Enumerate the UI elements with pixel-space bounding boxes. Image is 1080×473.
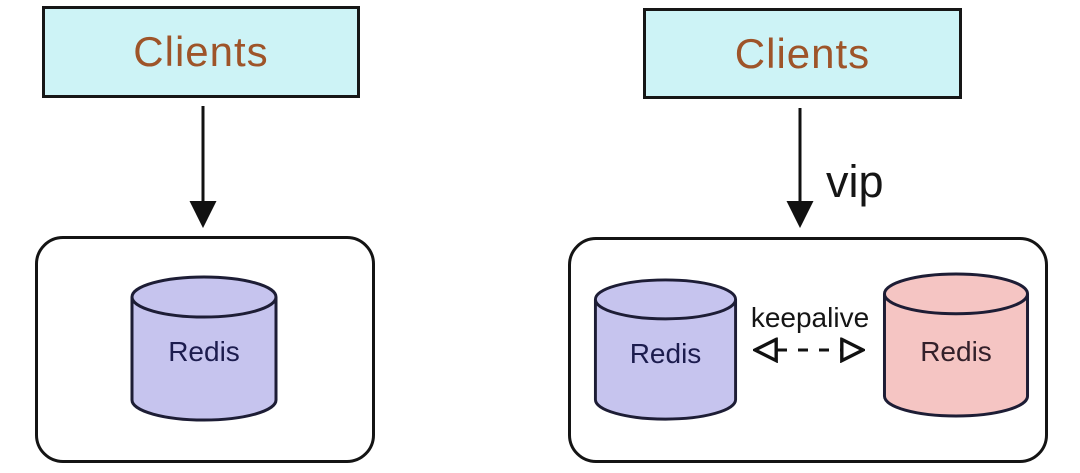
left-redis-cylinder: [130, 275, 278, 422]
left-redis-label: Redis: [168, 336, 240, 367]
vip-label: vip: [826, 156, 884, 207]
right-redis-standby-cylinder: [882, 272, 1030, 418]
right-redis-primary-cylinder: [593, 278, 738, 421]
left-clients-label: Clients: [133, 28, 269, 75]
right-redis-standby-label: Redis: [920, 336, 992, 367]
right-clients-label: Clients: [734, 29, 871, 77]
right-clients-box: Clients: [643, 8, 962, 99]
left-clients-box: Clients: [42, 6, 360, 98]
right-redis-primary-label: Redis: [629, 338, 702, 369]
keepalive-label: keepalive: [750, 302, 870, 333]
